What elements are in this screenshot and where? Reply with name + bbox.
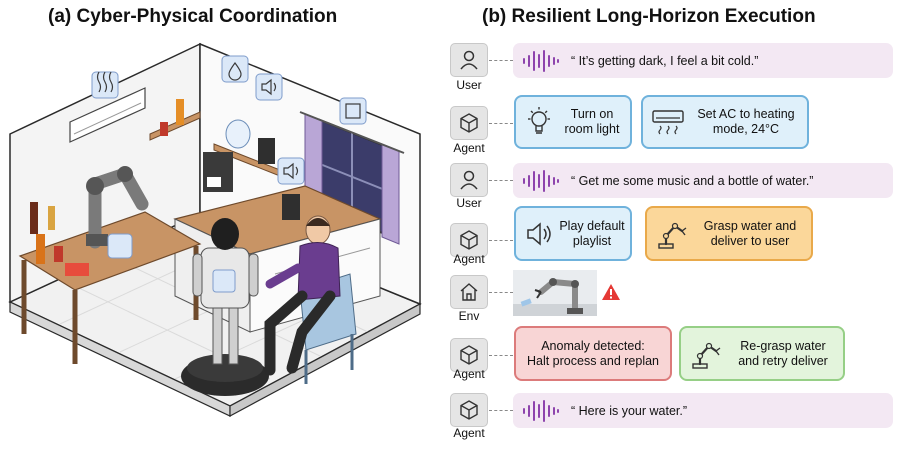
speech-bubble: “ It’s getting dark, I feel a bit cold.”	[513, 43, 893, 78]
cube-icon	[460, 345, 478, 365]
cube-icon	[460, 400, 478, 420]
home-icon	[460, 283, 478, 301]
connector	[489, 240, 513, 241]
action-text-line: Re-grasp water	[740, 338, 826, 353]
bottle	[176, 99, 184, 125]
can	[160, 122, 168, 136]
action-text-line: playlist	[572, 233, 612, 248]
user-icon	[460, 50, 478, 70]
action-text-line: Turn on	[570, 107, 614, 121]
speech-bubble: “ Get me some music and a bottle of wate…	[513, 163, 893, 198]
smart-room-illustration	[8, 42, 422, 418]
seated-person	[264, 215, 357, 384]
speaker-icon	[527, 221, 551, 246]
agent-avatar	[450, 393, 488, 427]
can	[54, 246, 63, 262]
action-text-line: mode, 24°C	[712, 122, 780, 136]
air-conditioner-icon	[652, 110, 684, 135]
volume-icon	[255, 73, 283, 101]
role-label: Agent	[453, 141, 485, 155]
action-anomaly-detected: Anomaly detected:Halt process and replan	[514, 326, 672, 381]
air-conditioner	[69, 87, 146, 143]
heating-icon	[91, 71, 119, 99]
connector	[489, 60, 513, 61]
wall-speaker	[258, 138, 275, 164]
lightbulb-icon	[528, 107, 550, 134]
warning-icon	[602, 284, 620, 300]
action-text-line: Play default	[559, 218, 625, 233]
curtain-right	[381, 143, 400, 245]
action-text-line: and retry deliver	[738, 353, 828, 368]
user-avatar	[450, 163, 488, 197]
agent-avatar	[450, 223, 488, 257]
voice-wave-icon	[523, 399, 559, 422]
connector	[489, 355, 513, 356]
bottle	[36, 234, 45, 264]
robot-arm-failure-photo	[513, 270, 597, 316]
action-text-line: Grasp water and	[703, 218, 797, 233]
mobile-humanoid-robot	[181, 218, 269, 396]
user-icon	[460, 170, 478, 190]
action-text-line: room light	[564, 122, 620, 136]
humidifier	[225, 119, 251, 149]
connector	[489, 123, 513, 124]
connector	[489, 180, 513, 181]
counter-speaker	[282, 194, 300, 220]
agent-avatar	[450, 338, 488, 372]
curtain-icon	[339, 97, 367, 125]
env-avatar	[450, 275, 488, 309]
robot-arm-icon	[692, 342, 721, 369]
robot-arm	[88, 167, 149, 249]
speech-text: “ It’s getting dark, I feel a bit cold.”	[571, 53, 759, 68]
role-label: User	[456, 78, 482, 92]
speech-text: “ Here is your water.”	[571, 403, 688, 418]
volume-icon	[277, 157, 305, 185]
agent-avatar	[450, 106, 488, 140]
speech-text: “ Get me some music and a bottle of wate…	[571, 173, 814, 188]
role-label: User	[456, 196, 482, 210]
snack-box	[65, 263, 89, 276]
speech-bubble: “ Here is your water.”	[513, 393, 893, 428]
user-avatar	[450, 43, 488, 77]
cube-icon	[460, 230, 478, 250]
connector	[489, 410, 513, 411]
water-drop-icon	[221, 55, 249, 83]
panel-b-title: (b) Resilient Long-Horizon Execution	[482, 6, 816, 27]
role-label: Agent	[453, 252, 485, 266]
voice-wave-icon	[523, 49, 559, 72]
bottle	[48, 206, 55, 230]
robot-arm-icon	[658, 222, 687, 249]
wine-bottle	[30, 202, 38, 234]
action-text-line: Anomaly detected:	[541, 338, 645, 353]
voice-wave-icon	[523, 169, 559, 192]
role-label: Env	[458, 309, 480, 323]
connector	[489, 292, 513, 293]
cube-icon	[460, 113, 478, 133]
action-text-line: Set AC to heating	[697, 107, 795, 121]
role-label: Agent	[453, 426, 485, 440]
panel-a-title: (a) Cyber-Physical Coordination	[48, 6, 338, 27]
action-text-line: Halt process and replan	[526, 353, 660, 368]
action-text-line: deliver to user	[710, 233, 790, 248]
role-label: Agent	[453, 367, 485, 381]
